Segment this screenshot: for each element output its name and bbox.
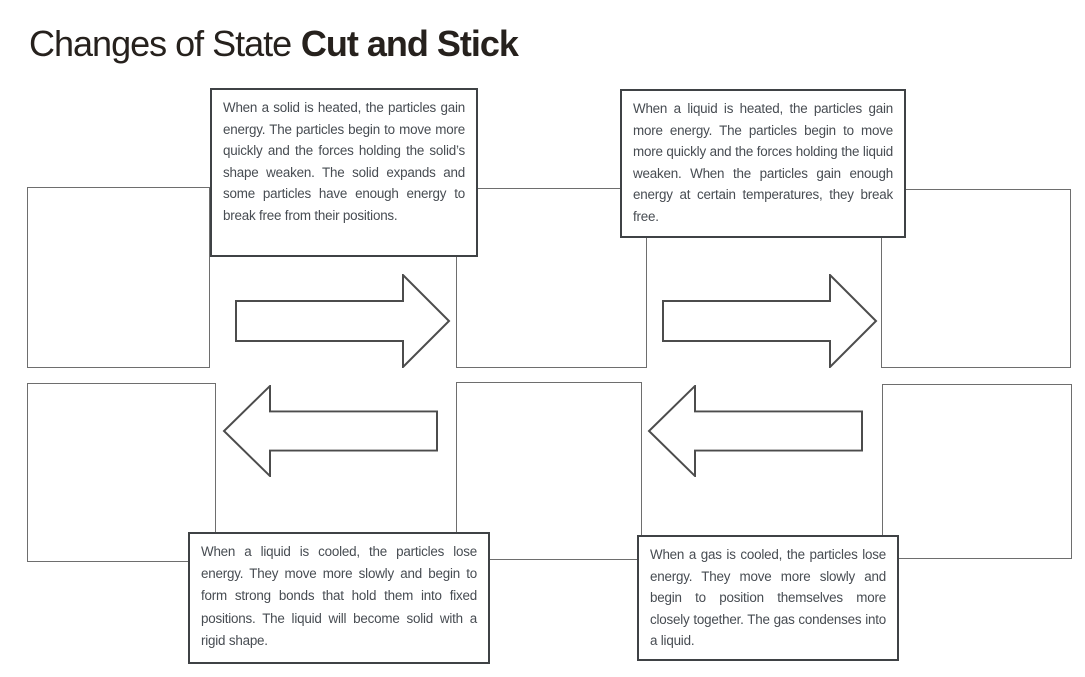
- page-title-regular: Changes of State: [29, 23, 292, 64]
- arrow-right-heating-1-icon: [235, 274, 451, 368]
- card-gas-cooled-text: When a gas is cooled, the particles lose…: [650, 547, 886, 649]
- cut-stick-box-top-right: [881, 189, 1071, 368]
- cut-stick-box-bottom-left: [27, 383, 216, 562]
- cut-stick-box-top-middle: [456, 188, 647, 368]
- card-liquid-heated-text: When a liquid is heated, the particles g…: [633, 101, 893, 224]
- arrow-left-cooling-1-icon: [222, 385, 438, 477]
- card-liquid-heated: When a liquid is heated, the particles g…: [620, 89, 906, 238]
- card-liquid-cooled-text: When a liquid is cooled, the particles l…: [201, 544, 477, 648]
- cut-stick-box-bottom-middle: [456, 382, 642, 560]
- card-liquid-cooled: When a liquid is cooled, the particles l…: [188, 532, 490, 664]
- arrow-left-cooling-2-icon: [647, 385, 863, 477]
- arrow-right-heating-2-icon: [662, 274, 878, 368]
- page-title-bold: Cut and Stick: [300, 23, 519, 64]
- cut-stick-box-bottom-right: [882, 384, 1072, 559]
- cut-stick-box-top-left: [27, 187, 210, 368]
- card-solid-heated-text: When a solid is heated, the particles ga…: [223, 100, 465, 223]
- card-gas-cooled: When a gas is cooled, the particles lose…: [637, 535, 899, 661]
- card-solid-heated: When a solid is heated, the particles ga…: [210, 88, 478, 257]
